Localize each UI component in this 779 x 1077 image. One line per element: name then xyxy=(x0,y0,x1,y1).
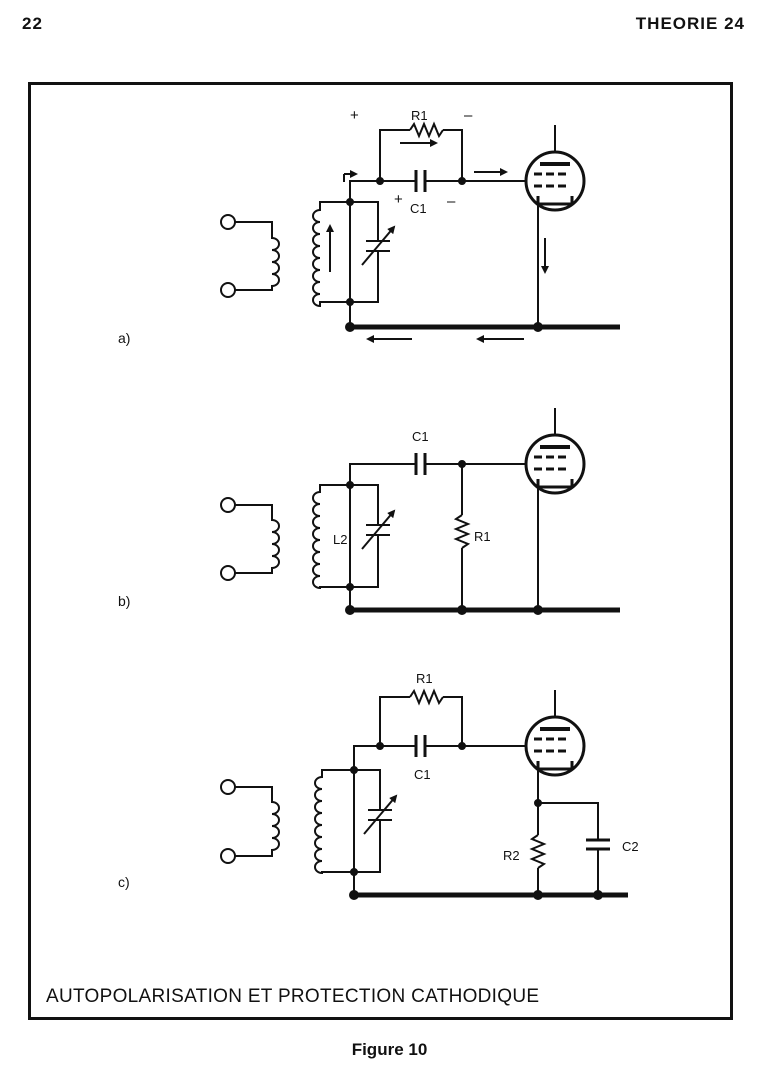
vacuum-tube xyxy=(524,715,586,777)
label-c1: C1 xyxy=(412,429,429,444)
label-r1: R1 xyxy=(416,671,433,686)
label-a: a) xyxy=(118,330,130,346)
resistor-r2 xyxy=(529,834,547,869)
sign-plus: + xyxy=(350,107,359,124)
primary-coil xyxy=(235,786,280,857)
label-l2: L2 xyxy=(333,532,347,547)
input-terminal xyxy=(220,565,236,581)
input-terminal xyxy=(220,497,236,513)
page-number: 22 xyxy=(22,14,43,33)
input-terminal xyxy=(220,779,236,795)
label-c: c) xyxy=(118,874,130,890)
secondary-coil xyxy=(314,769,354,875)
section-title: THEORIE 24 xyxy=(635,14,745,33)
resistor-r1 xyxy=(409,688,444,706)
vacuum-tube xyxy=(524,433,586,495)
sign-minus: – xyxy=(464,107,473,124)
vacuum-tube xyxy=(524,150,586,212)
figure-caption: AUTOPOLARISATION ET PROTECTION CATHODIQU… xyxy=(46,986,540,1007)
primary-coil xyxy=(235,221,280,291)
input-terminal xyxy=(220,848,236,864)
resistor-r1 xyxy=(409,121,444,139)
diagram-a xyxy=(220,121,620,343)
label-r1: R1 xyxy=(474,529,491,544)
label-c1: C1 xyxy=(414,767,431,782)
diagram-a-labels: a) R1 C1 + – + – xyxy=(118,107,473,346)
sign-plus: + xyxy=(394,191,403,208)
diagram-b xyxy=(220,408,620,615)
figure-frame xyxy=(28,82,733,1020)
label-c2: C2 xyxy=(622,839,639,854)
input-terminal xyxy=(220,214,236,230)
secondary-coil xyxy=(312,484,350,590)
label-c1: C1 xyxy=(410,201,427,216)
resistor-r1 xyxy=(453,514,471,549)
sign-minus: – xyxy=(447,193,456,210)
diagram-c-labels: c) R1 C1 R2 C2 xyxy=(118,671,639,890)
figure-label: Figure 10 xyxy=(351,1040,428,1059)
diagram-b-labels: b) C1 L2 R1 xyxy=(118,429,491,609)
input-terminal xyxy=(220,282,236,298)
primary-coil xyxy=(235,504,280,574)
label-r2: R2 xyxy=(503,848,520,863)
secondary-coil xyxy=(312,201,350,308)
label-b: b) xyxy=(118,593,130,609)
label-r1: R1 xyxy=(411,108,428,123)
diagram-c xyxy=(220,688,628,900)
